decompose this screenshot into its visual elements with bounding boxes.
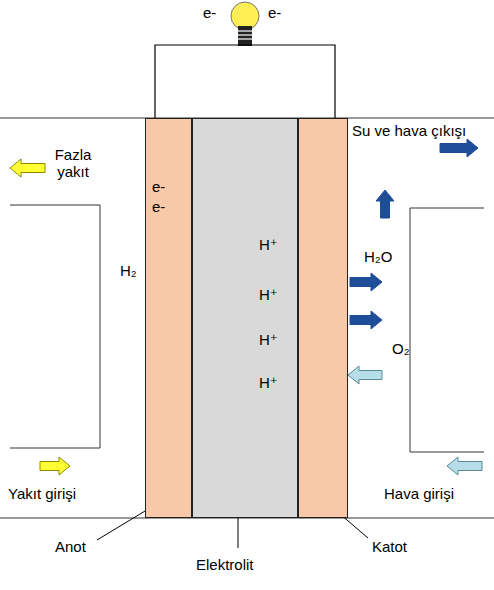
- ion-label: H⁺: [259, 374, 278, 391]
- outlet-label: Fazla yakıt: [50, 146, 96, 181]
- oxidant-label: O₂: [392, 340, 410, 357]
- cathode-band: Katot: [298, 118, 348, 518]
- product-label: H₂O: [364, 248, 392, 265]
- leader-line: [97, 508, 150, 540]
- flow-arrow: [10, 159, 45, 177]
- fuel-channel-wall: [10, 205, 100, 448]
- ion-label: H⁺: [259, 236, 278, 253]
- part-name: Katot: [372, 538, 407, 555]
- flow-arrow: [376, 190, 394, 218]
- inlet-label: Yakıt girişi: [8, 485, 76, 502]
- inlet-label: Hava girişi: [384, 485, 454, 502]
- flow-arrow: [350, 273, 382, 291]
- fuel-label: H₂: [120, 262, 137, 279]
- electron-label: e-: [152, 198, 165, 215]
- electrolyte-band: Elektrolit: [192, 118, 298, 518]
- light-bulb: [231, 2, 259, 46]
- flow-arrow: [440, 139, 478, 157]
- external-wire: [155, 45, 335, 118]
- part-name: Elektrolit: [196, 556, 254, 573]
- flow-arrow: [40, 457, 70, 475]
- part-name: Anot: [55, 538, 86, 555]
- electron-label: e-: [268, 4, 281, 21]
- ion-label: H⁺: [259, 331, 278, 348]
- ion-label: H⁺: [259, 286, 278, 303]
- flow-arrow: [447, 457, 482, 475]
- air-channel-wall: [410, 208, 484, 452]
- flow-arrow: [350, 311, 382, 329]
- electron-label: e-: [203, 4, 216, 21]
- outlet-label: Su ve hava çıkışı: [352, 122, 466, 139]
- flow-arrow: [348, 366, 382, 384]
- electron-label: e-: [152, 178, 165, 195]
